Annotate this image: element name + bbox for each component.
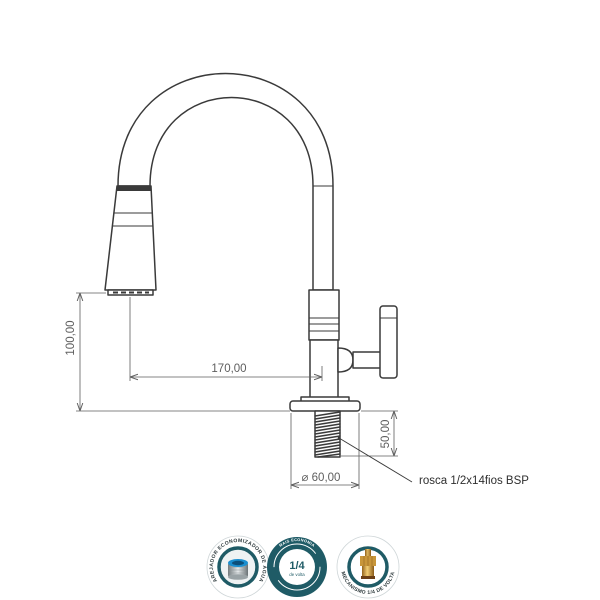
gooseneck-spout [117,72,334,291]
lever-handle [379,305,398,379]
brass-cartridge-icon [360,549,376,579]
cartridge-spline [365,550,371,556]
valve-body [309,339,339,399]
handle-boss [337,347,354,373]
cartridge-body [362,566,374,577]
base [289,396,361,412]
spout [117,72,334,291]
dimension-label-spout-height: 100,00 [65,320,77,355]
faucet [104,72,398,458]
badge-quarter-turn: MAIS ECONOMIA 1/4 de volta [267,537,327,597]
aerator-icon [228,559,248,580]
thread-callout-label: rosca 1/2x14fios BSP [419,475,529,487]
cartridge-seal [361,576,375,579]
dimension-label-reach: 170,00 [211,363,246,375]
spray-head [104,185,157,296]
thread-lines [314,411,341,458]
spray-head-band [111,212,154,227]
badge-cartridge: MECANISMO 1/4 DE VOLTA [336,535,400,599]
threaded-shank [314,410,341,458]
badge-aerator: AREJADOR ECONOMIZADOR DE ÁGUA [206,535,270,599]
badge-value: 1/4 [289,560,305,572]
handle-stem [352,351,382,369]
collar-rings [308,317,340,332]
aerator-bottom [228,574,248,580]
cartridge-hex-edges [363,556,373,566]
spray-head-cap [116,186,152,191]
quarter-turn-icon [273,543,321,591]
dimensions: 100,00 170,00 50,00 ⌀ 60,00 rosca 1/2x14… [65,292,529,489]
spray-head-body [104,185,157,291]
badge-caption: de volta [289,572,305,577]
badge-inner-circle [279,549,315,585]
dimension-label-shank-length: 50,00 [380,420,392,449]
base-flange [289,400,361,412]
aerator-opening [232,560,244,566]
feature-badges: AREJADOR ECONOMIZADOR DE ÁGUA MAIS ECONO… [206,535,400,599]
dimension-label-base-diameter: ⌀ 60,00 [302,472,341,484]
mixer-body [308,289,398,399]
turn-arrow-ring [273,543,321,591]
leader-line [338,437,413,483]
swivel-collar [308,289,340,341]
